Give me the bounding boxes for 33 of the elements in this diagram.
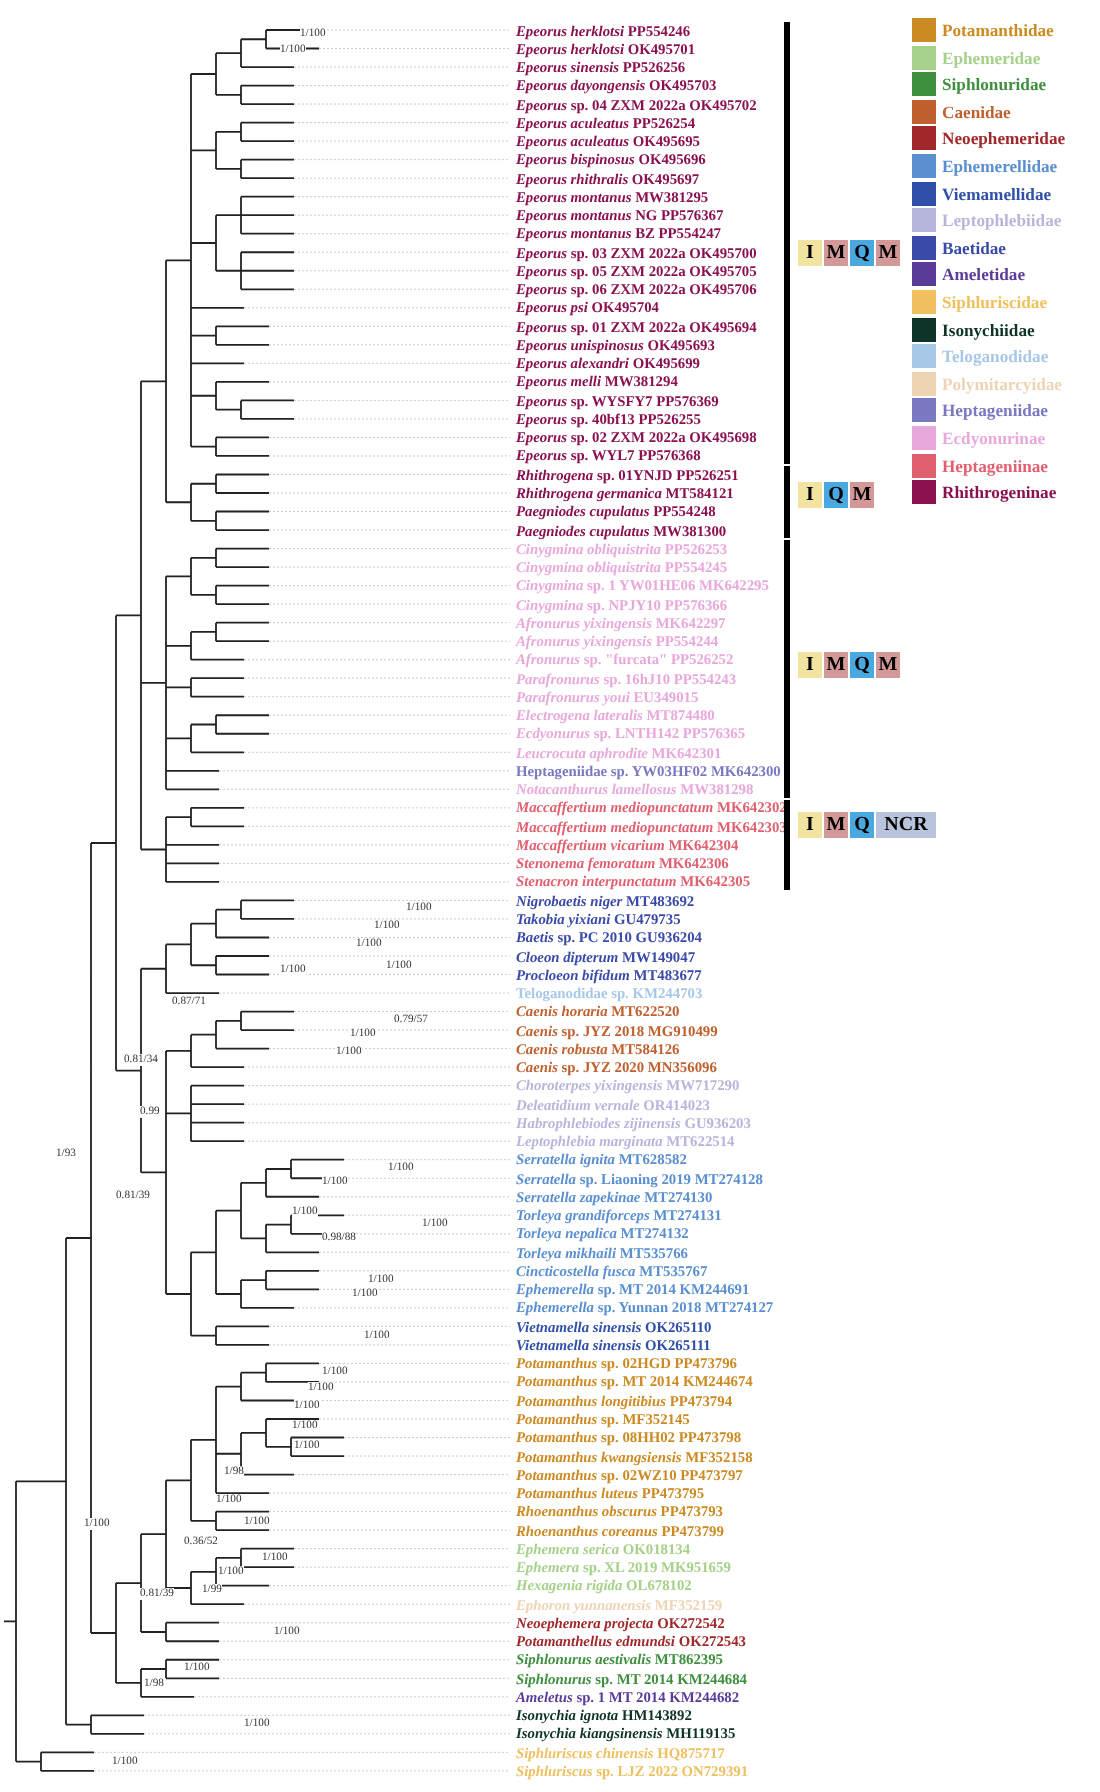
gene-label: I [798, 482, 822, 508]
gene-label: I [798, 240, 822, 266]
legend-label: Potamanthidae [942, 18, 1054, 42]
gene-label: M [824, 652, 848, 678]
gene-label: Q [850, 652, 874, 678]
gene-label: M [876, 652, 900, 678]
legend-label: Siphluriscidae [942, 290, 1048, 314]
gene-label: M [824, 812, 848, 838]
gene-label: M [850, 482, 874, 508]
legend-label: Leptophlebiidae [942, 208, 1062, 233]
legend-label: Ephemerellidae [942, 154, 1058, 178]
legend-label: Viemamellidae [942, 181, 1052, 206]
gene-label: I [798, 652, 822, 678]
legend-label: Ecdyonurinae [942, 426, 1046, 450]
legend-label: Polymitarcyidae [942, 371, 1062, 396]
legend-label: Isonychiidae [942, 317, 1035, 342]
legend-label: Heptageniinae [942, 453, 1048, 478]
gene-label: Q [850, 240, 874, 266]
gene-label: NCR [876, 812, 936, 838]
legend-label: Ephemeridae [942, 45, 1041, 70]
gene-label: I [798, 812, 822, 838]
legend-label: Rhithrogeninae [942, 480, 1057, 505]
legend-label: Siphlonuridae [942, 72, 1047, 97]
gene-label: M [824, 240, 848, 266]
gene-label: Q [850, 812, 874, 838]
legend-label: Ameletidae [942, 262, 1026, 287]
gene-label: Q [824, 482, 848, 508]
legend-label: Baetidae [942, 235, 1006, 260]
legend-label: Caenidae [942, 99, 1011, 124]
legend-label: Teloganodidae [942, 344, 1049, 369]
legend-label: Neoephemeridae [942, 126, 1066, 151]
legend-label: Heptageniidae [942, 398, 1048, 423]
gene-label: M [876, 240, 900, 266]
